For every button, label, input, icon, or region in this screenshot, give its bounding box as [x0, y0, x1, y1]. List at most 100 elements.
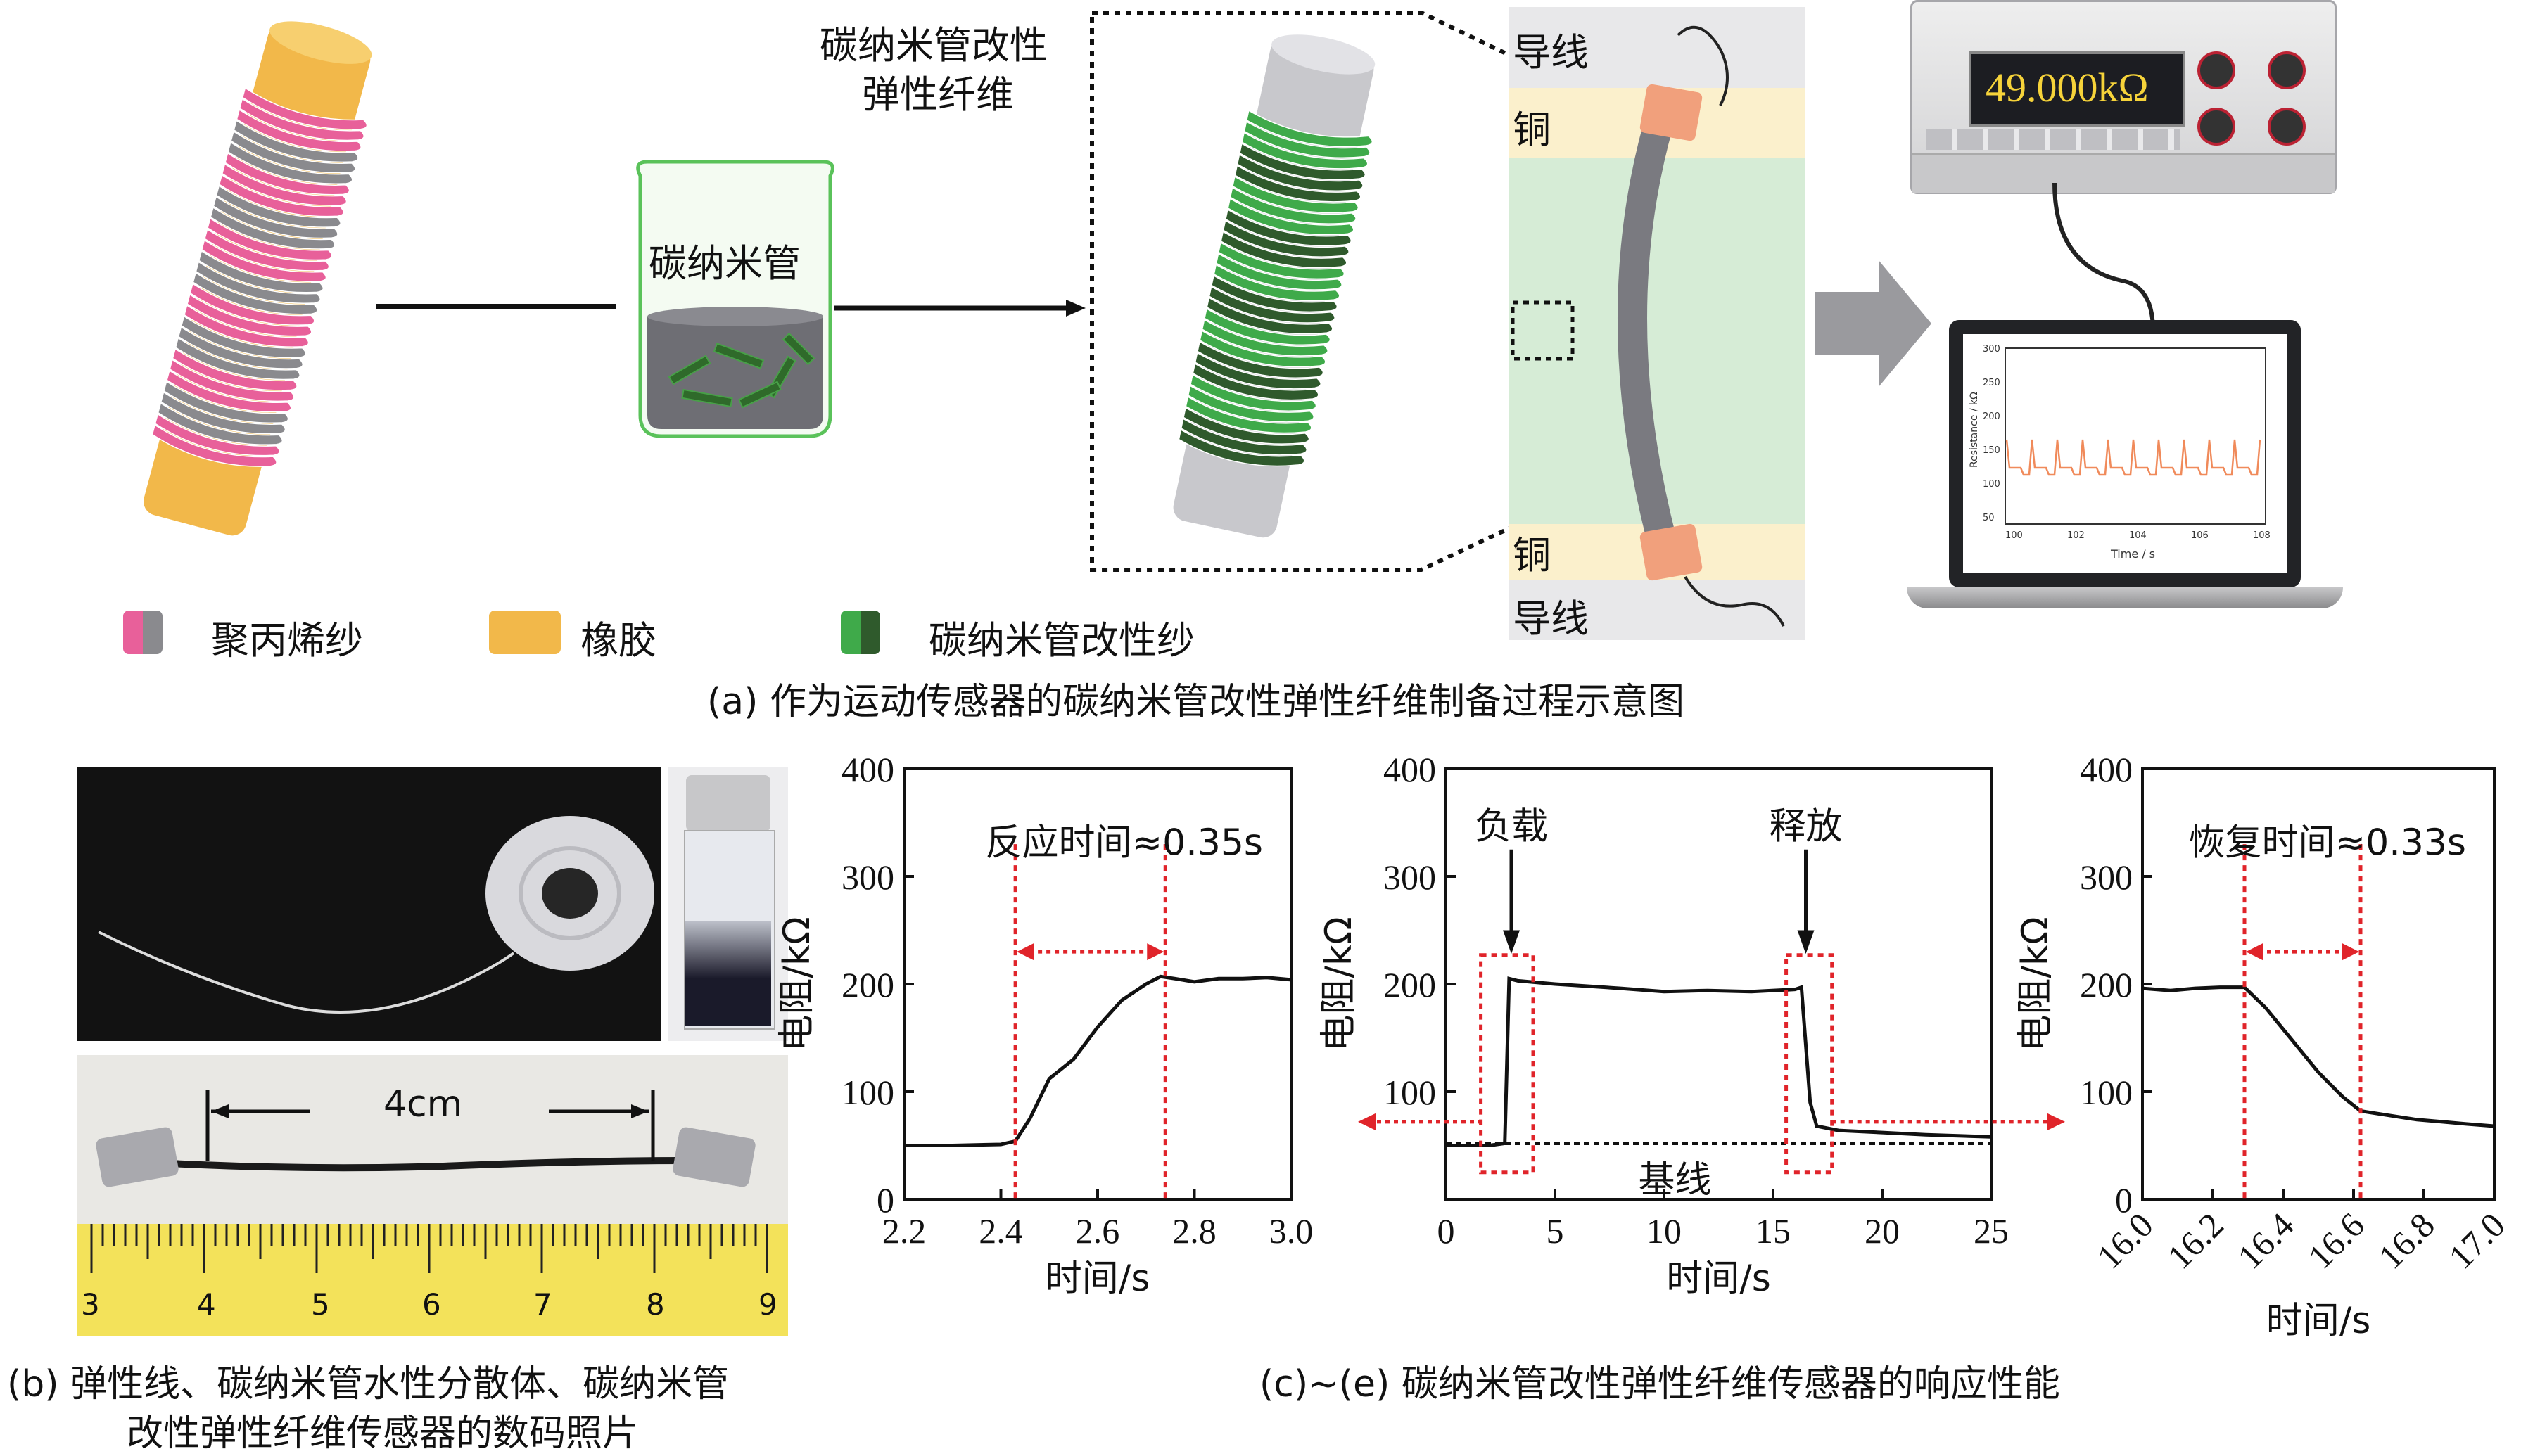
wrapped-rubber-core-illustration: [144, 21, 372, 536]
y-tick-label: 300: [1383, 857, 1436, 897]
series-line: [2142, 985, 2495, 1128]
photo-sensor-ruler: 4cm 3 4 5 6 7 8 9: [77, 1055, 788, 1336]
legend: 聚丙烯纱 橡胶 碳纳米管改性纱: [123, 605, 1319, 663]
baseline-label: 基线: [1638, 1159, 1711, 1201]
x-axis-label: 时间/s: [1046, 1258, 1150, 1300]
x-tick-label: 2.6: [1076, 1211, 1120, 1251]
wire-top-label: 导线: [1513, 30, 1589, 75]
ruler-number: 4: [197, 1287, 216, 1322]
meter-cable: [2052, 183, 2155, 331]
legend-label-pp: 聚丙烯纱: [211, 618, 363, 663]
release-highlight-box: [1784, 953, 1834, 1175]
x-tick-label: 17.0: [2441, 1205, 2512, 1276]
panel-a: 碳纳米管 碳纳米管改性 弹性纤维 导线 铜 铜 导线: [0, 0, 2521, 723]
beaker-illustration: [636, 160, 834, 438]
span-arrow-head: [1147, 943, 1164, 961]
x-tick-label: 0: [1437, 1211, 1455, 1251]
ruler-number: 9: [758, 1287, 777, 1322]
x-tick-label: 16.8: [2370, 1205, 2441, 1276]
y-tick-label: 100: [2080, 1073, 2133, 1112]
ruler-number: 3: [81, 1287, 100, 1322]
legend-label-cnt: 碳纳米管改性纱: [929, 618, 1195, 663]
y-tick-label: 400: [1383, 750, 1436, 789]
laptop-resistance-chart: Resistance / kΩ Time / s 300250200150100…: [1969, 344, 2271, 561]
laptop-ytick: 200: [1983, 411, 2000, 422]
laptop-xtick: 100: [2005, 530, 2023, 541]
laptop-xtick: 102: [2067, 530, 2085, 541]
length-label: 4cm: [383, 1083, 463, 1125]
annotation-label: 恢复时间≈0.33s: [2189, 822, 2466, 864]
x-tick-label: 2.2: [882, 1211, 927, 1251]
caption-b-line1: (b) 弹性线、碳纳米管水性分散体、碳纳米管: [7, 1363, 730, 1405]
series-line: [1446, 976, 1992, 1147]
load-arrow-head: [1503, 930, 1520, 954]
legend-swatch-rubber: [489, 611, 561, 654]
meter-display: 49.000kΩ: [1969, 51, 2185, 127]
caption-a: (a) 作为运动传感器的碳纳米管改性弹性纤维制备过程示意图: [707, 681, 1684, 723]
x-axis-label: 时间/s: [1666, 1258, 1771, 1300]
ruler-number: 7: [533, 1287, 552, 1322]
ruler-numbers: 3 4 5 6 7 8 9: [77, 1287, 788, 1329]
chart-recovery-time: 010020030040016.016.216.416.616.817.0时间/…: [2014, 750, 2513, 1342]
x-tick-label: 20: [1865, 1211, 1900, 1251]
span-arrow-head: [2246, 943, 2263, 961]
y-axis-label: 电阻/kΩ: [2014, 917, 2057, 1051]
x-tick-label: 25: [1974, 1211, 2009, 1251]
x-tick-label: 2.8: [1172, 1211, 1217, 1251]
y-tick-label: 200: [2080, 965, 2133, 1004]
ruler-number: 8: [646, 1287, 665, 1322]
x-tick-label: 5: [1547, 1211, 1564, 1251]
fiber-label-line2: 弹性纤维: [862, 72, 1014, 117]
span-arrow-head: [1017, 943, 1034, 961]
y-tick-label: 200: [1383, 965, 1436, 1004]
copper-bottom-label: 铜: [1513, 533, 1551, 577]
sensor-fiber-illustration: [1511, 25, 1785, 627]
y-axis-label: 电阻/kΩ: [1318, 917, 1360, 1051]
y-tick-label: 200: [842, 965, 894, 1004]
fiber-label-line1: 碳纳米管改性: [820, 23, 1048, 68]
series-line: [904, 974, 1292, 1147]
cnt-modified-fiber-illustration: [1173, 34, 1376, 538]
link-arrow-left-head: [1358, 1113, 1376, 1130]
legend-swatch-pp: [123, 611, 163, 654]
ruler-number: 6: [422, 1287, 441, 1322]
laptop-ytick: 300: [1983, 344, 2000, 355]
process-line-1: [376, 304, 616, 309]
laptop-ytick: 50: [1983, 513, 1995, 523]
laptop-ytick: 150: [1983, 445, 2000, 456]
wire-bottom-label: 导线: [1513, 596, 1589, 641]
laptop-xtick: 108: [2253, 530, 2271, 541]
multimeter: 49.000kΩ: [1910, 0, 2337, 194]
release-arrow-head: [1797, 930, 1815, 954]
x-tick-label: 16.2: [2159, 1205, 2230, 1276]
x-tick-label: 16.6: [2300, 1205, 2371, 1276]
photo-spool: [77, 767, 661, 1041]
y-tick-label: 100: [1383, 1073, 1436, 1112]
y-tick-label: 400: [2080, 750, 2133, 789]
meter-reading: 49.000kΩ: [1986, 65, 2149, 110]
y-tick-label: 0: [2115, 1180, 2133, 1220]
beaker-label: 碳纳米管: [649, 241, 801, 286]
x-tick-label: 2.4: [979, 1211, 1023, 1251]
y-tick-label: 100: [842, 1073, 894, 1112]
x-tick-label: 10: [1646, 1211, 1682, 1251]
load-highlight-box: [1479, 953, 1535, 1175]
y-tick-label: 300: [2080, 857, 2133, 897]
y-tick-label: 0: [877, 1180, 894, 1220]
laptop-xtick: 104: [2129, 530, 2147, 541]
x-tick-label: 16.0: [2089, 1205, 2160, 1276]
ruler-number: 5: [311, 1287, 330, 1322]
x-tick-label: 3.0: [1269, 1211, 1314, 1251]
laptop-xtick: 106: [2191, 530, 2209, 541]
release-label: 释放: [1769, 805, 1842, 848]
legend-swatch-cnt: [841, 611, 880, 654]
laptop-chart-xlabel: Time / s: [2110, 547, 2155, 561]
caption-b-line2: 改性弹性纤维传感器的数码照片: [127, 1412, 640, 1455]
panel-b: 4cm 3 4 5 6 7 8 9 (b) 弹性线、碳纳米管水性分散体、碳纳米管…: [0, 746, 802, 1456]
photo-dispersion-vial: [668, 767, 788, 1041]
span-arrow-head: [2342, 943, 2359, 961]
link-arrow-right-head: [2047, 1113, 2065, 1130]
